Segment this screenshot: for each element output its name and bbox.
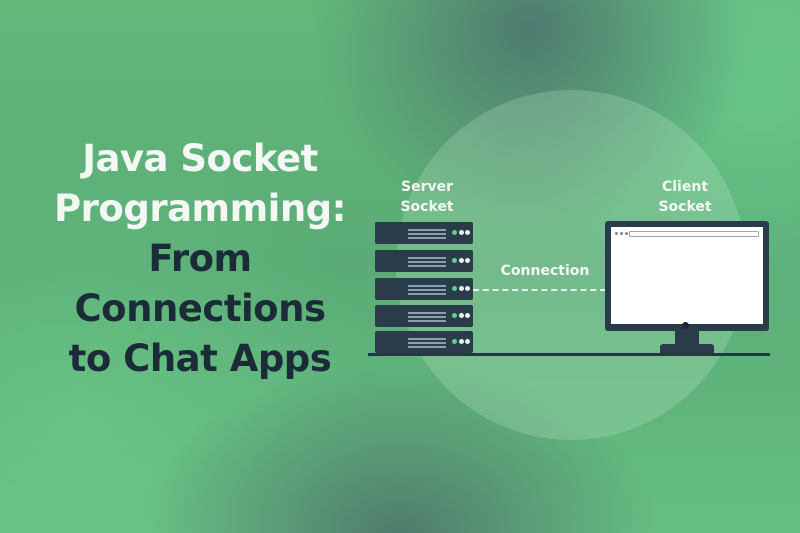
client-monitor-icon (605, 221, 769, 331)
server-unit (375, 278, 473, 300)
monitor-stand (660, 344, 714, 353)
headline-line-1: Java Socket (82, 137, 318, 180)
client-label-line-1: Client (661, 179, 709, 195)
server-unit (375, 222, 473, 244)
client-label-line-2: Socket (658, 199, 712, 215)
monitor-neck (675, 331, 699, 345)
ground-line (368, 353, 770, 356)
server-unit (375, 305, 473, 327)
connection-label: Connection (500, 263, 590, 279)
server-label-line-2: Socket (400, 199, 454, 215)
headline-line-3: From (148, 237, 252, 280)
headline-line-5: to Chat Apps (68, 337, 332, 380)
connection-dashed-line (473, 289, 606, 291)
browser-window (611, 227, 763, 324)
monitor-power-icon (682, 322, 689, 329)
address-bar (629, 231, 759, 237)
headline-line-4: Connections (74, 287, 326, 330)
client-socket-label: Client Socket (640, 177, 730, 217)
server-socket-label: Server Socket (382, 177, 472, 217)
headline-line-2: Programming: (54, 187, 346, 230)
server-label-line-1: Server (400, 179, 453, 195)
headline: Java Socket Programming: From Connection… (30, 134, 370, 384)
server-unit (375, 250, 473, 272)
server-unit (375, 331, 473, 353)
